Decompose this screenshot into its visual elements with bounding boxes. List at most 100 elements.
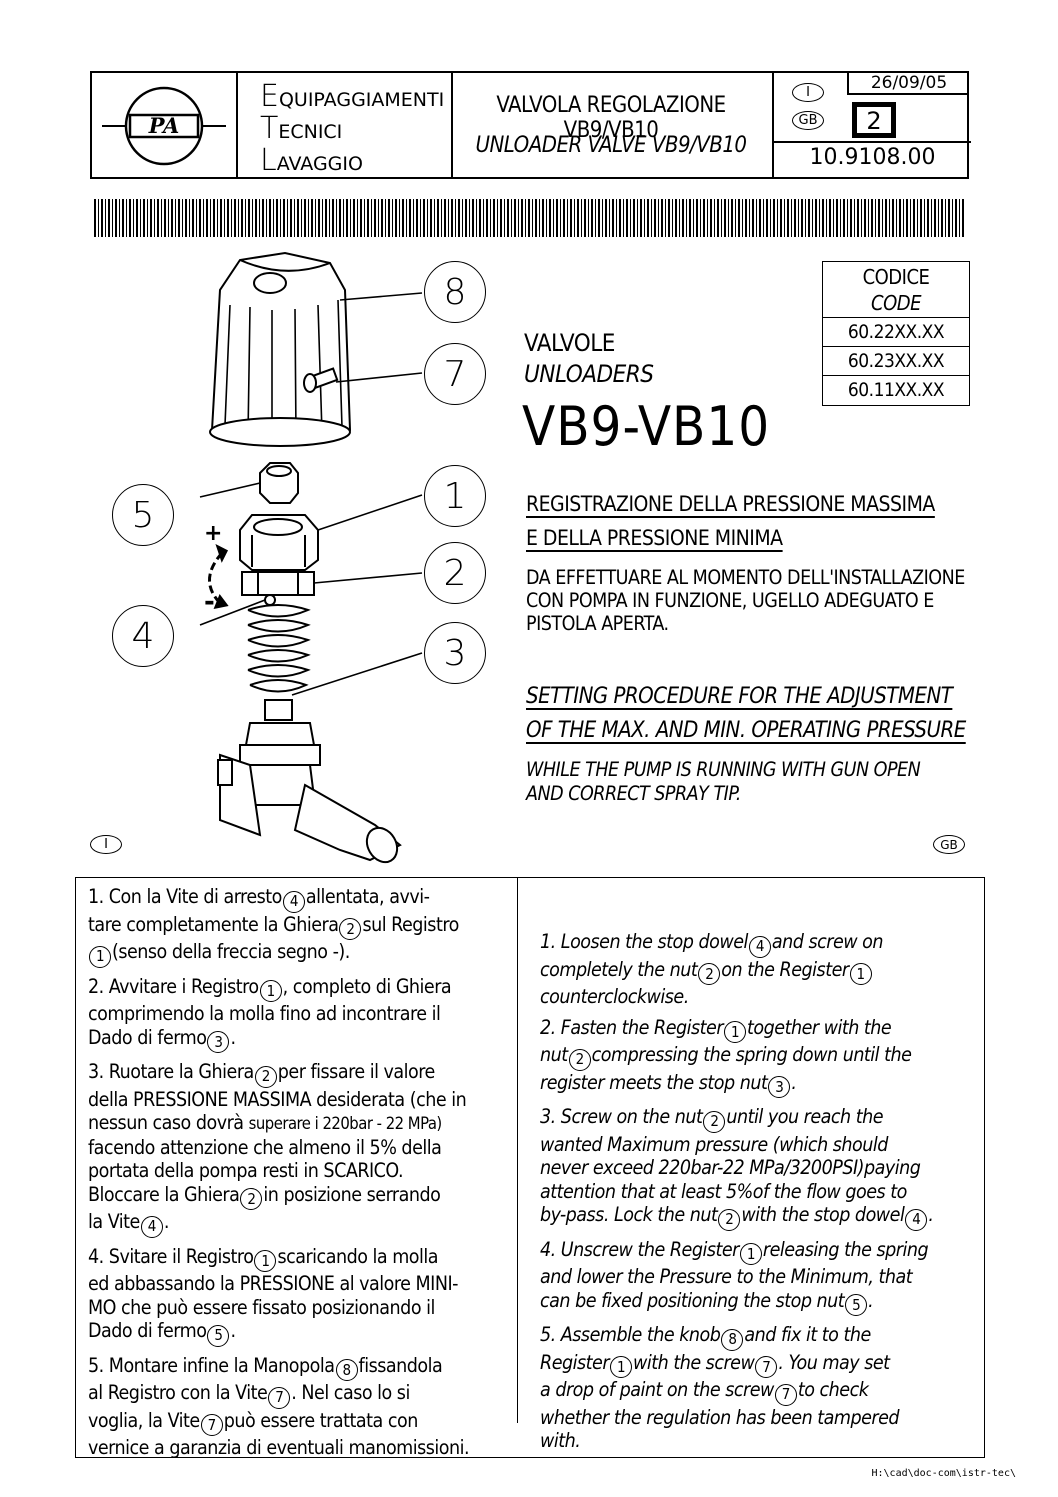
ring-nut-icon [241, 571, 315, 596]
text-segment: 1. Loosen the stop dowel [540, 930, 748, 953]
part-number-ref: 2 [703, 1110, 726, 1133]
text-segment: whether the regulation has been tampered [540, 1405, 900, 1429]
product-label-it: VALVOLE [524, 329, 615, 357]
text-segment: tare completamente la Ghiera [88, 912, 339, 936]
code-row: 60.11XX.XX [847, 379, 945, 401]
instructions-box [75, 877, 985, 1458]
section-gb-title-1: SETTING PROCEDURE FOR THE ADJUSTMENT [526, 684, 953, 709]
lang-gb-badge: GB [792, 111, 824, 130]
doc-title-gb: UNLOADER VALVE VB9/VB10 [475, 133, 747, 158]
column-divider [517, 878, 518, 1423]
text-segment: with. [540, 1429, 581, 1452]
text-segment: and screw on [771, 930, 884, 953]
part-number-ref: 4 [140, 1215, 163, 1238]
code-table-header: CODICE CODE [823, 262, 969, 318]
text-segment: attention that at least 5%of the flow go… [540, 1179, 907, 1203]
text-segment: 2. Avvitare i Registro [88, 974, 259, 998]
doc-number: 10.9108.00 [809, 145, 936, 170]
barcode-strip [94, 199, 966, 237]
text-segment: register meets the stop nut [540, 1070, 768, 1094]
part-number-ref: 5 [845, 1294, 868, 1316]
title-block: PA EQUIPAGGIAMENTI TECNICI LAVAGGIO VALV… [90, 71, 971, 179]
lang-marker-it: I [90, 835, 122, 854]
text-segment: . [230, 1319, 236, 1342]
company-line-1: EQUIPAGGIAMENTI [260, 79, 450, 114]
register-icon [239, 514, 319, 571]
callout-2: 2 [424, 542, 486, 604]
part-number-ref: 3 [207, 1031, 230, 1053]
text-segment: 1 [443, 475, 467, 517]
text-segment: superare i 220bar - 22 MPa) [248, 1114, 443, 1133]
stop-nut-icon [259, 462, 299, 504]
text-segment: , completo di Ghiera [282, 974, 452, 998]
section-it-body: DA EFFETTUARE AL MOMENTO DELL'INSTALLAZI… [526, 566, 965, 635]
callout-1: 1 [424, 465, 486, 527]
text-segment: nessun caso dovrà [88, 1111, 244, 1134]
text-segment: 2 [443, 552, 467, 594]
text-segment: compressing the spring down until the [591, 1043, 912, 1066]
text-segment: . [163, 1210, 170, 1233]
text-segment: 5. Assemble the knob [540, 1323, 721, 1346]
text-segment: 2. Fasten the Register [540, 1015, 724, 1039]
company-logo: PA [100, 81, 228, 171]
text-segment: sul Registro [362, 912, 459, 936]
text-segment: 3 [443, 632, 467, 674]
text-segment: E [260, 79, 279, 114]
text-segment: on the Register [721, 957, 849, 981]
file-path: H:\cad\doc-com\istr-tec\ [871, 1468, 1017, 1479]
part-number-ref: 4 [748, 935, 771, 958]
text-segment: della PRESSIONE MASSIMA desiderata (che … [88, 1087, 467, 1111]
part-number-ref: 7 [268, 1386, 291, 1409]
code-header-it: CODICE [862, 265, 930, 289]
text-segment: . [230, 1025, 236, 1049]
part-number-ref: 2 [254, 1065, 277, 1088]
callout-4: 4 [112, 605, 174, 667]
part-number-ref: 4 [282, 890, 305, 913]
text-segment: può essere trattata con [223, 1408, 419, 1432]
pa-logo-icon [102, 86, 226, 166]
section-it-title-2: E DELLA PRESSIONE MINIMA [526, 526, 783, 550]
text-segment: to check [797, 1378, 869, 1401]
part-number-ref: 7 [755, 1356, 778, 1378]
text-segment: QUIPAGGIAMENTI [278, 89, 445, 111]
text-segment: (senso della freccia segno -). [112, 940, 350, 963]
doc-title-it: VALVOLA REGOLAZIONE VB9/VB10 [496, 93, 726, 143]
text-segment: nut [540, 1043, 568, 1066]
text-segment: and fix it to the [744, 1323, 871, 1346]
text-segment: vernice a garanzia di eventuali manomiss… [88, 1436, 470, 1459]
date-cell: 26/09/05 [847, 73, 969, 95]
section-gb-title-2: OF THE MAX. AND MIN. OPERATING PRESSURE [526, 718, 966, 743]
part-number-ref: 2 [240, 1188, 263, 1210]
company-line-2: TECNICI [260, 111, 450, 146]
valve-body-icon [217, 722, 402, 864]
stop-screw-icon [303, 367, 339, 393]
part-number-ref: 8 [721, 1328, 744, 1351]
text-segment: L [260, 143, 277, 178]
text-line: CON POMPA IN FUNZIONE, UGELLO ADEGUATO E [526, 589, 934, 612]
text-segment: 3. Screw on the nut [540, 1105, 703, 1128]
code-row: 60.22XX.XX [823, 318, 969, 347]
part-number-ref: 1 [739, 1243, 762, 1265]
lang-marker-gb: GB [933, 835, 965, 854]
text-segment: a drop of paint on the screw [540, 1378, 774, 1401]
text-segment: Register [540, 1350, 610, 1374]
section-it-title-1: REGISTRAZIONE DELLA PRESSIONE MASSIMA [526, 492, 935, 516]
company-name: EQUIPAGGIAMENTI TECNICI LAVAGGIO [260, 79, 450, 178]
text-segment: never exceed 220bar-22 MPa/3200PSI)payin… [540, 1156, 921, 1179]
text-segment: allentata, avvi- [305, 885, 430, 908]
text-segment: ed abbassando la PRESSIONE al valore MIN… [88, 1272, 458, 1295]
text-segment: can be fixed positioning the stop nut [540, 1288, 845, 1312]
company-line-3: LAVAGGIO [260, 143, 450, 178]
text-segment: scaricando la molla [277, 1244, 439, 1268]
part-number-ref: 5 [207, 1324, 230, 1347]
part-number-ref: 7 [774, 1383, 797, 1406]
text-segment: comprimendo la molla fino ad incontrare … [88, 1002, 441, 1025]
